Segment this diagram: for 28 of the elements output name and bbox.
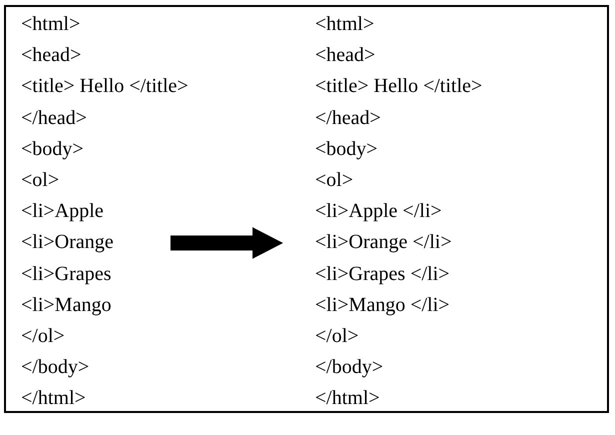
code-line: <ol> <box>21 168 60 193</box>
code-line: <li>Mango </li> <box>315 292 450 318</box>
arrow <box>170 227 284 259</box>
code-line: </html> <box>21 386 86 412</box>
code-line: </ol> <box>21 324 65 349</box>
code-line: <li>Apple </li> <box>315 199 442 224</box>
code-line: </body> <box>315 355 384 380</box>
code-line: <body> <box>21 136 84 162</box>
code-line: <title> Hello </title> <box>315 74 482 100</box>
frame-box <box>4 5 609 413</box>
code-line: <title> Hello </title> <box>21 74 188 100</box>
code-line: </head> <box>315 106 381 131</box>
code-line: <li>Apple <box>21 199 104 224</box>
code-line: <li>Mango <box>21 292 112 318</box>
code-line: <html> <box>21 12 80 37</box>
code-line: <li>Orange <box>21 230 114 256</box>
code-line: </html> <box>315 386 380 412</box>
code-line: </head> <box>21 106 87 131</box>
code-line: <li>Orange </li> <box>315 230 452 256</box>
code-line: <ol> <box>315 168 354 193</box>
code-line: <body> <box>315 136 378 162</box>
code-line: <head> <box>21 43 82 68</box>
code-line: <li>Grapes </li> <box>315 262 450 286</box>
code-line: <html> <box>315 12 374 37</box>
code-line: </body> <box>21 355 90 380</box>
code-line: </ol> <box>315 324 359 349</box>
code-line: <head> <box>315 43 376 68</box>
code-line: <li>Grapes <box>21 262 112 286</box>
